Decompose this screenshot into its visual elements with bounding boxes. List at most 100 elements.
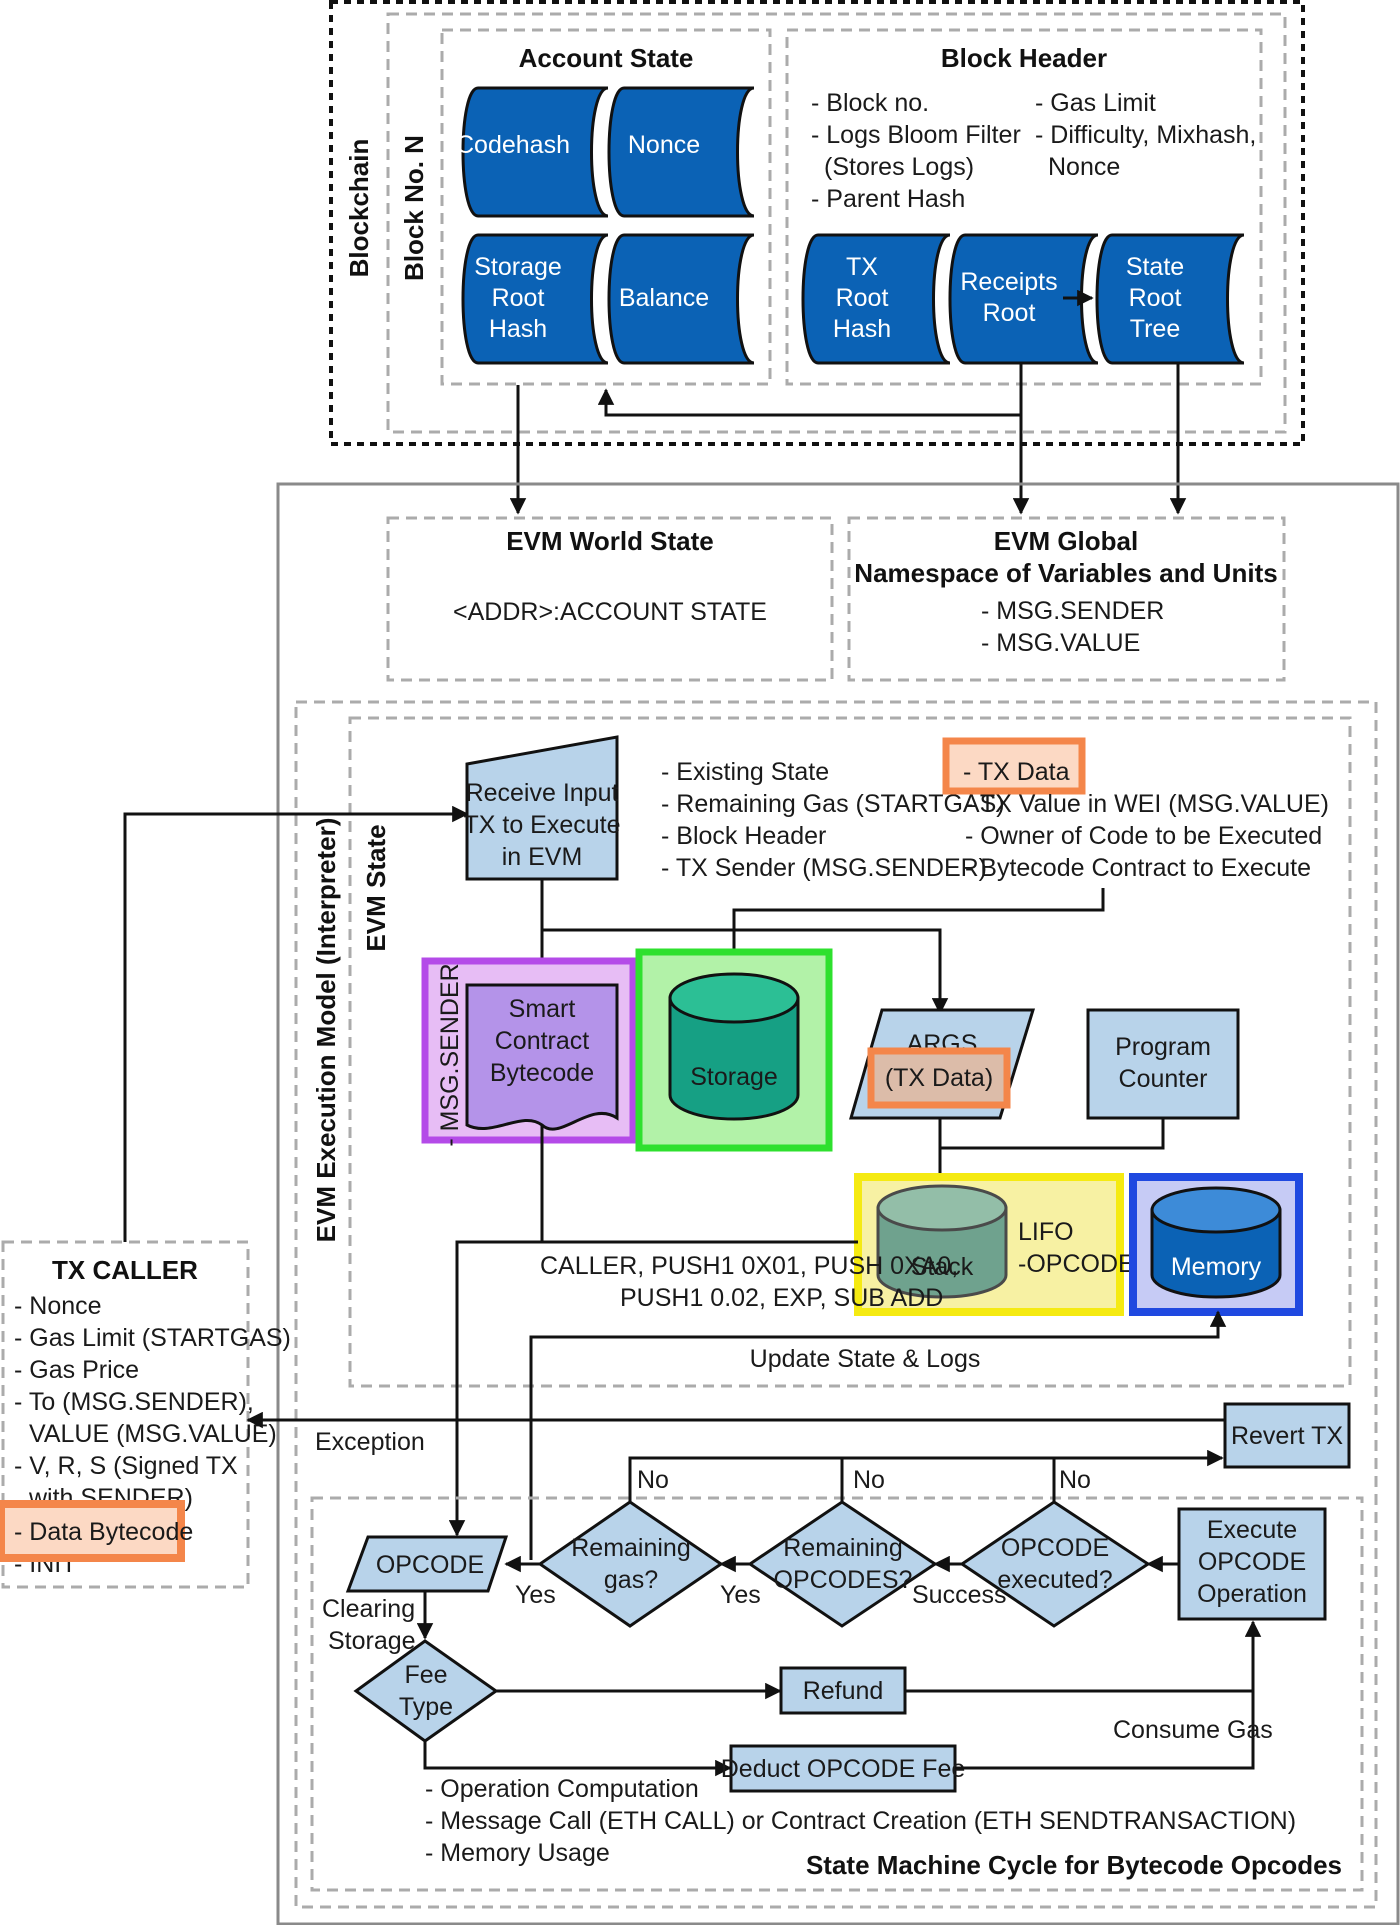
svg-text:Bytecode: Bytecode: [490, 1059, 594, 1087]
deduct-fee-box: Deduct OPCODE Fee: [721, 1744, 966, 1793]
evm-state-list-left: - Existing State - Remaining Gas (STARTG…: [661, 758, 1005, 882]
svg-text:- Gas Limit: - Gas Limit: [1035, 89, 1156, 117]
fee-type-diamond: Fee Type: [353, 1639, 499, 1743]
yes-label-2: Yes: [515, 1581, 556, 1609]
svg-text:Tree: Tree: [1130, 315, 1180, 343]
svg-text:(TX Data): (TX Data): [885, 1064, 993, 1092]
exception-label: Exception: [315, 1428, 425, 1456]
tx-caller-to-receive-arrow: [123, 805, 469, 1242]
svg-text:- Logs Bloom Filter: - Logs Bloom Filter: [811, 121, 1021, 149]
svg-text:- Block no.: - Block no.: [811, 89, 929, 117]
nonce-cylinder: Nonce: [607, 86, 755, 218]
revert-tx-box: Revert TX: [1223, 1402, 1351, 1469]
svg-text:Receive Input: Receive Input: [466, 779, 619, 807]
opcode-sample-list: CALLER, PUSH1 0X01, PUSH 0XA0, PUSH1 0.0…: [540, 1252, 958, 1312]
memory-cylinder: Memory: [1150, 1186, 1282, 1299]
block-header-list-left: - Block no. - Logs Bloom Filter (Stores …: [811, 89, 1021, 213]
svg-text:Root: Root: [492, 284, 545, 312]
execute-opcode-box: Execute OPCODE Operation: [1177, 1507, 1327, 1621]
svg-text:LIFO: LIFO: [1018, 1218, 1074, 1246]
opcode-executed-diamond: OPCODE executed?: [959, 1500, 1151, 1628]
args-to-stack-line: [938, 1116, 1165, 1150]
block-frame: [386, 12, 1287, 434]
balance-cylinder: Balance: [607, 233, 755, 365]
storage-cylinder: Storage: [668, 972, 800, 1121]
blockchain-label: Blockchain: [344, 139, 374, 278]
svg-text:gas?: gas?: [604, 1566, 658, 1594]
svg-text:- Parent Hash: - Parent Hash: [811, 185, 965, 213]
consume-gas-label: Consume Gas: [1113, 1716, 1273, 1744]
svg-text:Receipts: Receipts: [960, 268, 1057, 296]
svg-text:Counter: Counter: [1119, 1065, 1208, 1093]
remaining-opcodes-diamond: Remaining OPCODES?: [747, 1500, 938, 1628]
evm-world-state-box: EVM World State <ADDR>:ACCOUNT STATE: [386, 516, 834, 682]
svg-text:OPCODE: OPCODE: [376, 1551, 484, 1579]
receive-to-args-line: [540, 879, 949, 1015]
execution-model-frame: [294, 700, 1378, 1909]
svg-text:- Message Call (ETH CALL) or C: - Message Call (ETH CALL) or Contract Cr…: [425, 1807, 1296, 1835]
svg-text:Contract: Contract: [495, 1027, 590, 1055]
svg-text:- Difficulty, Mixhash,: - Difficulty, Mixhash,: [1035, 121, 1256, 149]
blockchain-frame: [329, 0, 1305, 446]
svg-text:- Memory Usage: - Memory Usage: [425, 1839, 610, 1867]
codehash-cylinder: Codehash: [456, 86, 609, 218]
svg-text:Remaining: Remaining: [571, 1534, 691, 1562]
yes-label-1: Yes: [720, 1581, 761, 1609]
svg-text:- Nonce: - Nonce: [14, 1292, 102, 1320]
evm-global-box: EVM Global Namespace of Variables and Un…: [847, 516, 1286, 682]
args-tx-data-highlight: (TX Data): [867, 1047, 1011, 1109]
svg-text:- Remaining Gas (STARTGAS): - Remaining Gas (STARTGAS): [661, 790, 1005, 818]
svg-text:Type: Type: [399, 1693, 453, 1721]
svg-text:TX CALLER: TX CALLER: [52, 1255, 198, 1285]
clearing-storage-label-2: Storage: [328, 1627, 416, 1655]
svg-text:Hash: Hash: [833, 315, 891, 343]
evm-outer-frame: [276, 482, 1400, 1926]
svg-text:- MSG.SENDER: - MSG.SENDER: [981, 597, 1164, 625]
svg-text:in EVM: in EVM: [502, 843, 583, 871]
svg-text:- Existing State: - Existing State: [661, 758, 829, 786]
svg-text:VALUE (MSG.VALUE): VALUE (MSG.VALUE): [29, 1420, 277, 1448]
receipts-root-cylinder: Receipts Root: [948, 233, 1099, 365]
opcode-box: OPCODE: [345, 1535, 509, 1593]
refund-box: Refund: [779, 1666, 907, 1715]
svg-text:executed?: executed?: [997, 1566, 1112, 1594]
state-list-to-storage-line: [725, 888, 1105, 977]
evm-state-list-right: - TX Value in WEI (MSG.VALUE) - Owner of…: [965, 790, 1329, 882]
svg-text:Execute: Execute: [1207, 1516, 1297, 1544]
svg-text:State: State: [1126, 253, 1184, 281]
svg-text:Root: Root: [1129, 284, 1182, 312]
svg-text:- Block Header: - Block Header: [661, 822, 826, 850]
execution-model-label: EVM Execution Model (Interpreter): [311, 818, 341, 1243]
block-header-list-right: - Gas Limit - Difficulty, Mixhash, Nonce: [1035, 89, 1256, 181]
svg-text:- TX Value in WEI (MSG.VALUE): - TX Value in WEI (MSG.VALUE): [965, 790, 1329, 818]
svg-text:OPCODE: OPCODE: [1198, 1548, 1306, 1576]
fee-items-list: - Operation Computation - Message Call (…: [425, 1775, 1296, 1867]
no-label-2: No: [853, 1466, 885, 1494]
svg-text:Storage: Storage: [690, 1063, 778, 1091]
svg-text:(Stores Logs): (Stores Logs): [824, 153, 974, 181]
svg-text:- Bytecode Contract to Execute: - Bytecode Contract to Execute: [965, 854, 1311, 882]
state-machine-frame: [310, 1496, 1364, 1892]
receive-input-box: Receive Input TX to Execute in EVM: [463, 735, 621, 881]
update-state-label: Update State & Logs: [750, 1345, 981, 1373]
svg-text:TX: TX: [846, 253, 878, 281]
svg-text:- To (MSG.SENDER),: - To (MSG.SENDER),: [14, 1388, 254, 1416]
svg-text:Program: Program: [1115, 1033, 1211, 1061]
svg-text:TX to Execute: TX to Execute: [463, 811, 620, 839]
svg-text:Operation: Operation: [1197, 1580, 1307, 1608]
svg-text:- V, R, S (Signed TX: - V, R, S (Signed TX: [14, 1452, 238, 1480]
no-label-3: No: [1059, 1466, 1091, 1494]
storage-root-hash-cylinder: Storage Root Hash: [461, 233, 609, 365]
receipts-to-account-arrow: [597, 363, 1023, 417]
svg-text:- Gas Limit (STARTGAS): - Gas Limit (STARTGAS): [14, 1324, 291, 1352]
no-branch-line: [628, 1449, 1224, 1502]
svg-text:- MSG.VALUE: - MSG.VALUE: [981, 629, 1140, 657]
svg-text:<ADDR>:ACCOUNT STATE: <ADDR>:ACCOUNT STATE: [453, 598, 767, 626]
svg-text:Nonce: Nonce: [1048, 153, 1120, 181]
svg-text:OPCODE: OPCODE: [1001, 1534, 1109, 1562]
svg-text:Nonce: Nonce: [628, 131, 700, 159]
svg-text:Hash: Hash: [489, 315, 547, 343]
data-bytecode-highlight: - Data Bytecode: [0, 1500, 193, 1562]
svg-text:Deduct OPCODE Fee: Deduct OPCODE Fee: [721, 1755, 966, 1783]
success-label: Success: [912, 1581, 1006, 1609]
